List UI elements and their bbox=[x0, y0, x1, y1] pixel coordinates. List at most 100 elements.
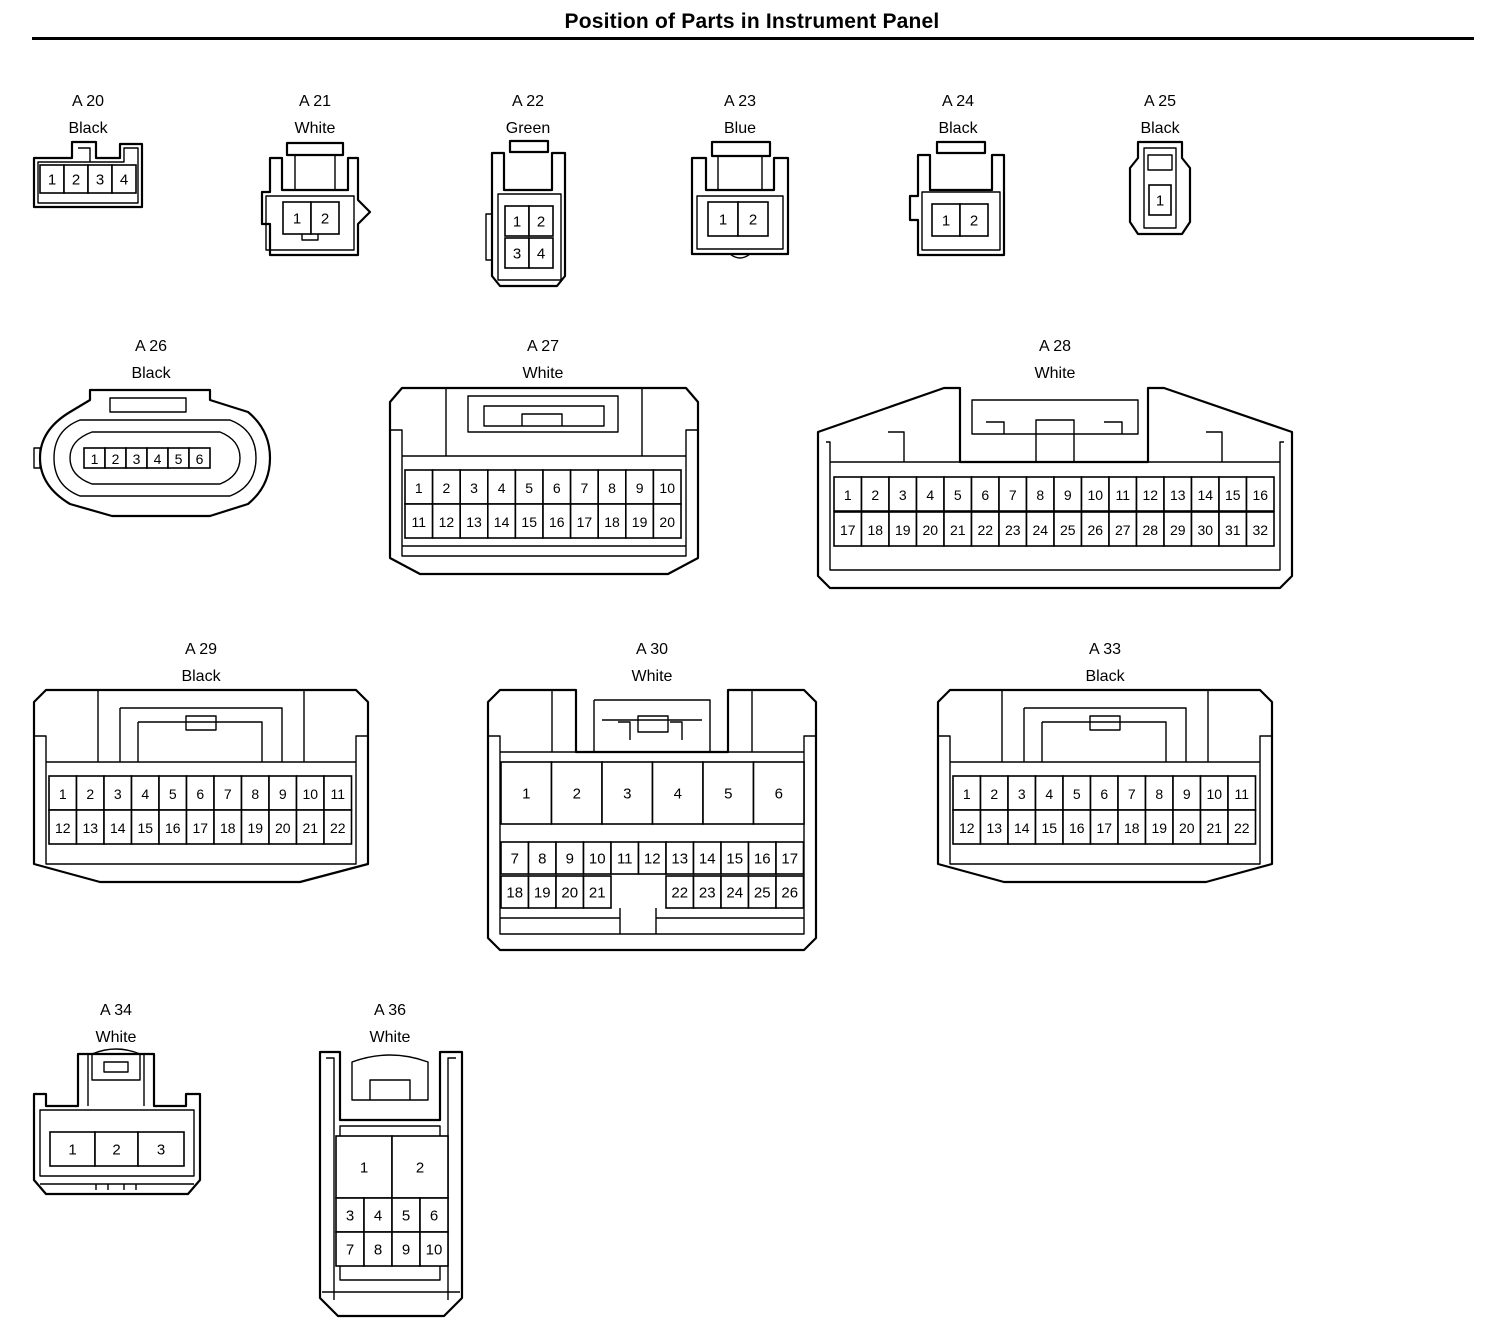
connector-a29-housing bbox=[32, 688, 370, 884]
pin-label: 10 bbox=[1087, 487, 1103, 503]
pin-cell bbox=[137, 1131, 185, 1167]
pin-label: 31 bbox=[1225, 522, 1241, 538]
pin-label: 4 bbox=[537, 246, 545, 263]
connector-a36-id: A 36 bbox=[374, 1002, 406, 1019]
pin-cell bbox=[550, 761, 603, 825]
pin-cell bbox=[943, 511, 973, 547]
pin-cell bbox=[624, 503, 655, 539]
pin-cell bbox=[1163, 511, 1193, 547]
pin-label: 2 bbox=[72, 172, 80, 189]
pin-label: 1 bbox=[68, 1142, 76, 1159]
pin-cell bbox=[1135, 511, 1165, 547]
pin-cell bbox=[323, 809, 353, 845]
pin-label: 2 bbox=[86, 786, 94, 802]
connector-a22-inner bbox=[485, 193, 562, 281]
pin-cell bbox=[833, 476, 863, 512]
pin-cell bbox=[1245, 476, 1275, 512]
pin-label: 12 bbox=[644, 851, 661, 868]
connector-a23-housing bbox=[690, 156, 790, 256]
pin-cell bbox=[915, 511, 945, 547]
pin-label: 4 bbox=[120, 172, 128, 189]
pin-label: 3 bbox=[513, 246, 521, 263]
connector-a26-housing bbox=[38, 388, 272, 518]
pin-label: 5 bbox=[954, 487, 962, 503]
pin-cell bbox=[130, 809, 160, 845]
pin-label: 3 bbox=[899, 487, 907, 503]
pin-label: 1 bbox=[513, 214, 521, 231]
pin-label: 6 bbox=[981, 487, 989, 503]
pin-label: 6 bbox=[553, 480, 561, 496]
pin-label: 11 bbox=[1115, 487, 1130, 503]
pin-label: 1 bbox=[963, 786, 971, 802]
pin-label: 22 bbox=[671, 885, 688, 902]
connector-a20-housing bbox=[32, 140, 144, 209]
pin-cell bbox=[665, 841, 695, 875]
pin-label: 16 bbox=[754, 851, 771, 868]
pin-label: 18 bbox=[506, 885, 523, 902]
pin-label: 2 bbox=[321, 211, 329, 228]
pin-label: 32 bbox=[1252, 522, 1268, 538]
connector-a23-inner bbox=[696, 156, 784, 259]
pin-label: 8 bbox=[1155, 786, 1163, 802]
pin-label: 1 bbox=[719, 212, 727, 229]
pin-cell bbox=[323, 775, 353, 811]
pin-label: 14 bbox=[1014, 820, 1030, 836]
pin-label: 22 bbox=[977, 522, 993, 538]
pin-label: 6 bbox=[1100, 786, 1108, 802]
pin-label: 1 bbox=[59, 786, 67, 802]
pin-label: 6 bbox=[430, 1208, 438, 1225]
pin-cell bbox=[1089, 775, 1119, 811]
pin-cell bbox=[915, 476, 945, 512]
connector-a25-housing bbox=[1128, 140, 1192, 236]
pin-cell bbox=[998, 511, 1028, 547]
pin-label: 20 bbox=[275, 820, 291, 836]
pin-cell bbox=[504, 205, 530, 237]
pin-label: 1 bbox=[293, 211, 301, 228]
connector-a27-id: A 27 bbox=[527, 338, 559, 355]
connector-a27-housing bbox=[388, 386, 700, 576]
pin-cell bbox=[1025, 476, 1055, 512]
pin-label: 6 bbox=[775, 786, 783, 803]
connector-a33-inner bbox=[938, 690, 1272, 865]
pin-label: 1 bbox=[942, 213, 950, 230]
pin-cell bbox=[404, 469, 434, 505]
pin-cell bbox=[213, 809, 243, 845]
pin-label: 20 bbox=[659, 514, 675, 530]
pin-label: 7 bbox=[346, 1242, 354, 1259]
pin-cell bbox=[943, 476, 973, 512]
pin-cell bbox=[569, 469, 599, 505]
pin-label: 16 bbox=[549, 514, 565, 530]
connector-a23-color: Blue bbox=[724, 120, 756, 137]
pin-label: 5 bbox=[724, 786, 732, 803]
connector-a33-color: Black bbox=[1085, 668, 1125, 685]
pin-label: 2 bbox=[970, 213, 978, 230]
pin-label: 18 bbox=[1124, 820, 1140, 836]
pin-label: 4 bbox=[154, 451, 162, 467]
pin-cell bbox=[514, 469, 544, 505]
pin-label: 14 bbox=[494, 514, 510, 530]
pin-label: 2 bbox=[443, 480, 451, 496]
pin-cell bbox=[1117, 809, 1147, 845]
pin-label: 15 bbox=[1225, 487, 1241, 503]
pin-label: 19 bbox=[895, 522, 911, 538]
connector-a30-color: White bbox=[632, 668, 673, 685]
pin-label: 10 bbox=[302, 786, 318, 802]
pin-cell bbox=[1034, 809, 1064, 845]
pin-label: 5 bbox=[402, 1208, 410, 1225]
pin-label: 6 bbox=[196, 451, 204, 467]
pin-label: 1 bbox=[48, 172, 56, 189]
pin-label: 1 bbox=[360, 1160, 368, 1177]
pin-label: 14 bbox=[1197, 487, 1213, 503]
pin-cell bbox=[75, 775, 105, 811]
pin-label: 2 bbox=[112, 1142, 120, 1159]
pin-cell bbox=[527, 875, 557, 909]
pin-label: 17 bbox=[577, 514, 593, 530]
